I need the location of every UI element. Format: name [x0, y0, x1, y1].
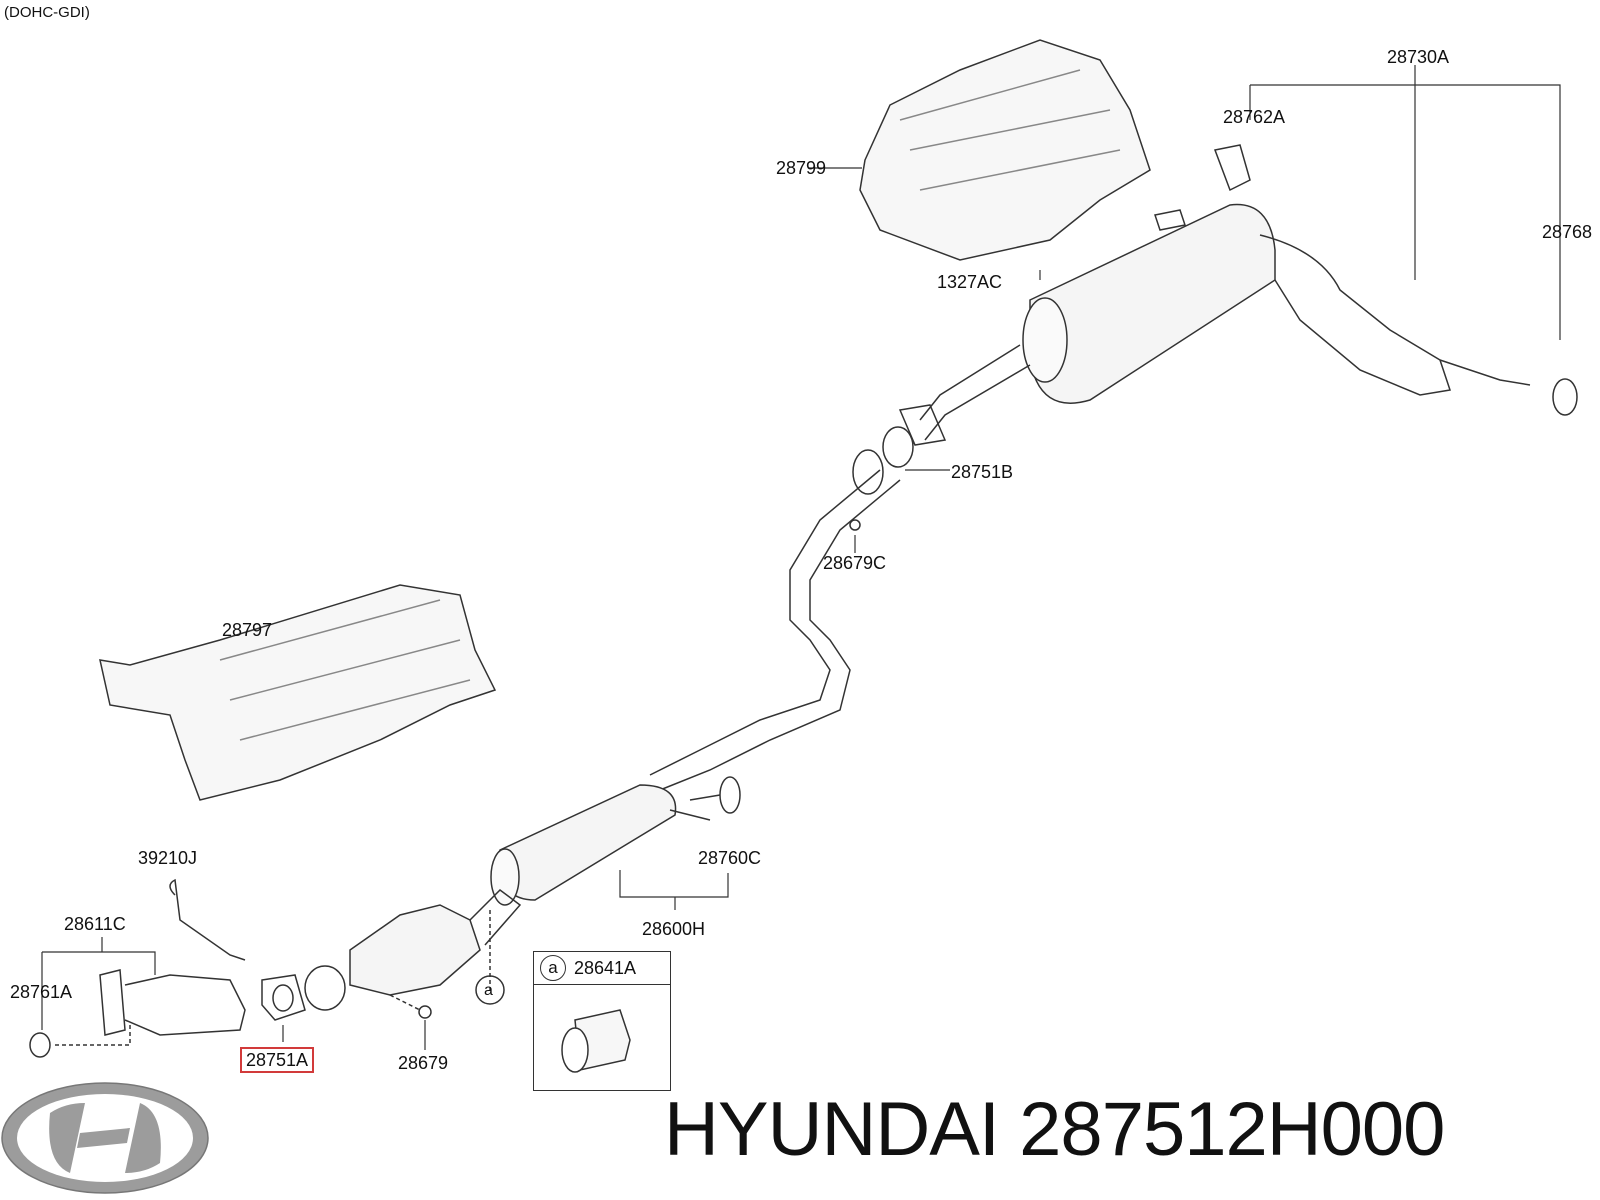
- gasket-28751a: [261, 974, 306, 1021]
- reference-a-marker: [475, 975, 505, 1005]
- part-label-28762a[interactable]: 28762A: [1223, 107, 1286, 127]
- part-label-28679[interactable]: 28679: [398, 1053, 449, 1073]
- heat-shield-front: [99, 584, 497, 801]
- part-label-1327ac[interactable]: 1327AC: [937, 272, 1003, 292]
- reference-a-label: a: [484, 982, 493, 999]
- part-label-28751a-highlighted[interactable]: 28751A: [240, 1047, 315, 1073]
- part-label-28600h[interactable]: 28600H: [642, 919, 706, 939]
- part-label-28751b[interactable]: 28751B: [951, 462, 1014, 482]
- part-label-39210j[interactable]: 39210J: [138, 848, 198, 868]
- part-label-28641a[interactable]: 28641A: [574, 957, 637, 978]
- callout-box-28641a: a 28641A: [533, 951, 671, 1091]
- part-label-28797[interactable]: 28797: [222, 620, 273, 640]
- part-label-28730a[interactable]: 28730A: [1387, 47, 1450, 67]
- part-label-28799[interactable]: 28799: [776, 158, 827, 178]
- heat-shield-rear: [859, 39, 1151, 261]
- highlighted-part-number[interactable]: 28751A: [240, 1047, 315, 1073]
- part-label-28768[interactable]: 28768: [1542, 222, 1593, 242]
- catalytic-converter: [349, 904, 481, 996]
- center-muffler: [498, 784, 677, 901]
- reference-a-circle: a: [540, 955, 566, 981]
- part-label-28679c[interactable]: 28679C: [823, 553, 887, 573]
- center-pipe: [919, 344, 1031, 441]
- part-label-28760c[interactable]: 28760C: [698, 848, 762, 868]
- hyundai-logo: [1, 1082, 209, 1194]
- engine-type-label: (DOHC-GDI): [4, 4, 90, 21]
- rear-muffler: [1029, 203, 1276, 404]
- part-label-28611c[interactable]: 28611C: [64, 914, 126, 934]
- part-label-28761a[interactable]: 28761A: [10, 982, 73, 1002]
- brand-part-number-title: HYUNDAI 287512H000: [664, 1087, 1445, 1172]
